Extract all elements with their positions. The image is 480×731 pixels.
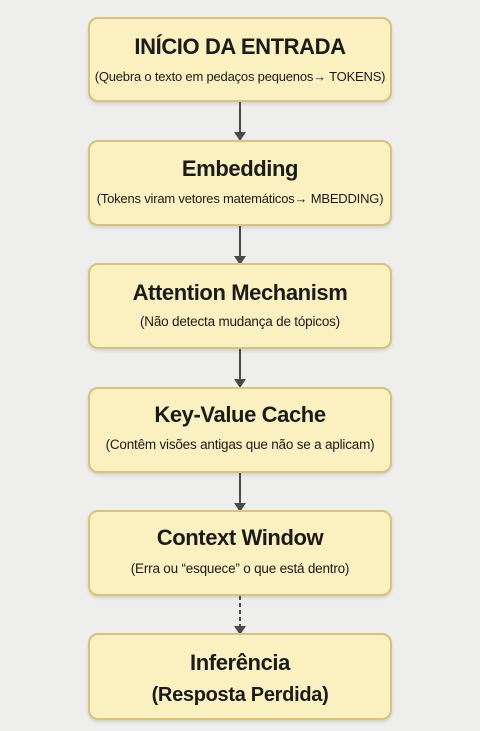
node-subtitle: (Contêm visões antigas que não se a apli… xyxy=(105,437,375,452)
node-key-value-cache: Key-Value Cache (Contêm visões antigas q… xyxy=(88,387,392,473)
node-title: Attention Mechanism xyxy=(132,280,348,305)
node-inicio-da-entrada: INÍCIO DA ENTRADA (Quebra o texto em ped… xyxy=(88,17,392,102)
flow-arrow xyxy=(234,596,246,635)
node-context-window: Context Window (Erra ou “esquece” o que … xyxy=(88,510,392,596)
node-title: Context Window xyxy=(156,525,324,550)
node-title: Key-Value Cache xyxy=(154,402,326,427)
node-title: INÍCIO DA ENTRADA xyxy=(134,34,346,59)
node-subtitle: (Não detecta mudança de tópicos) xyxy=(140,314,340,329)
flow-arrow xyxy=(234,349,246,388)
node-subtitle: (Quebra o texto em pedaços pequenos→ TOK… xyxy=(94,69,386,84)
node-attention-mechanism: Attention Mechanism (Não detecta mudança… xyxy=(88,263,392,349)
node-subtitle: (Resposta Perdida) xyxy=(151,684,329,706)
node-subtitle: (Erra ou “esquece” o que está dentro) xyxy=(130,561,350,576)
flow-arrow xyxy=(234,102,246,141)
node-subtitle: (Tokens viram vetores matemáticos→ MBEDD… xyxy=(96,191,384,206)
node-embedding: Embedding (Tokens viram vetores matemáti… xyxy=(88,140,392,226)
flow-arrow xyxy=(234,226,246,265)
flow-arrow xyxy=(234,473,246,512)
node-title: Inferência xyxy=(190,650,290,675)
node-title: Embedding xyxy=(181,156,299,181)
node-inferencia: Inferência (Resposta Perdida) xyxy=(88,633,392,720)
